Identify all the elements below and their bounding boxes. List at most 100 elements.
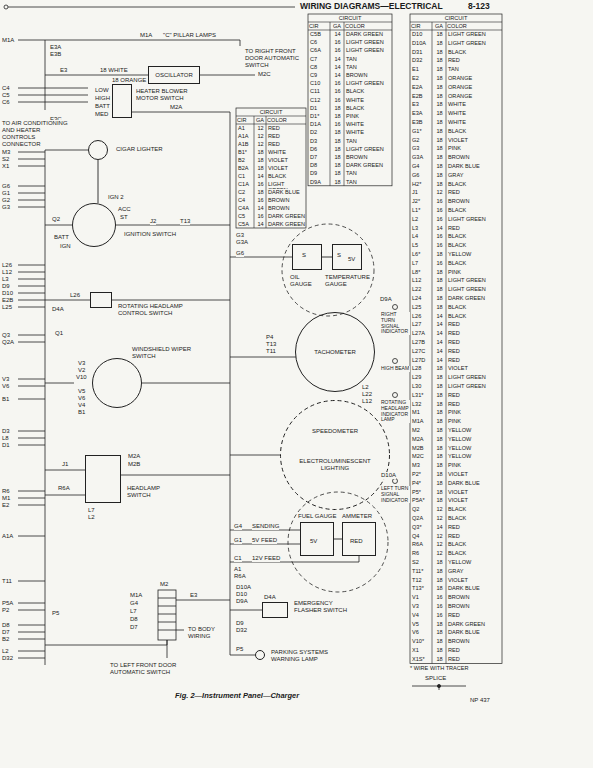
table-cell: C6 xyxy=(310,39,329,45)
circuit-label: T11 xyxy=(2,578,12,585)
table-cell: LIGHT GREEN xyxy=(448,277,501,283)
circuit-label: TO BODY WIRING xyxy=(188,626,228,640)
legend-text: SPLICE xyxy=(425,675,446,682)
table-cell: 18 xyxy=(332,113,343,119)
table-cell: 16 xyxy=(256,181,265,187)
table-cell: BROWN xyxy=(448,198,501,204)
title-rule-end xyxy=(4,5,8,9)
table-cell: 18 xyxy=(332,179,343,185)
table-cell: D8 xyxy=(310,162,329,168)
component-box: EMERGENCY FLASHER SWITCH xyxy=(262,602,288,618)
table-cell: 14 xyxy=(256,173,265,179)
circuit-label: B2 xyxy=(2,636,9,643)
circuit-label: A1A xyxy=(2,533,13,540)
circuit-label: P5A xyxy=(2,600,13,607)
table-cell: V10* xyxy=(412,638,431,644)
table-cell: V4 xyxy=(412,612,431,618)
table-cell: DARK GREEN xyxy=(346,31,391,37)
table-cell: VIOLET xyxy=(268,157,305,163)
table-cell: TAN xyxy=(448,66,501,72)
circuit-label: LEFT TURN SIGNAL INDICATOR xyxy=(381,486,410,503)
circuit-label: L26 xyxy=(2,262,12,269)
table-cell: 16 xyxy=(434,216,445,222)
table-cell: L25 xyxy=(412,304,431,310)
table-cell: DARK GREEN xyxy=(448,295,501,301)
circuit-label: RIGHT TURN SIGNAL INDICATOR xyxy=(381,312,410,335)
circuit-label: G3 xyxy=(236,232,244,239)
circuit-label: G3A xyxy=(236,239,248,246)
table-cell: RED xyxy=(448,57,501,63)
circuit-label: G3 xyxy=(2,204,10,211)
table-cell: RED xyxy=(448,330,501,336)
table-cell: C5A xyxy=(238,221,253,227)
circuit-label: L2 xyxy=(2,648,9,655)
table-cell: 18 xyxy=(434,445,445,451)
table-cell: 18 xyxy=(434,392,445,398)
table-cell: 18 xyxy=(434,49,445,55)
table-cell: C7 xyxy=(310,56,329,62)
table-cell: RED xyxy=(448,524,501,530)
table-cell: L8* xyxy=(412,269,431,275)
splice-dot xyxy=(437,684,440,687)
table-cell: C5B xyxy=(310,31,329,37)
table-cell: L27D xyxy=(412,357,431,363)
table-cell: PINK xyxy=(346,113,391,119)
circuit-label: Q2 xyxy=(52,216,60,223)
table-cell: 14 xyxy=(434,348,445,354)
circuit-label: M1A xyxy=(130,592,142,599)
circuit-label: SENDING xyxy=(252,523,279,530)
table-cell: LIGHT GREEN xyxy=(346,39,391,45)
table-cell: 18 xyxy=(434,295,445,301)
table-cell: BROWN xyxy=(448,594,501,600)
outline xyxy=(90,292,112,308)
table-cell: L26 xyxy=(412,313,431,319)
component-circle: IGNITION SWITCH xyxy=(72,203,116,247)
table-cell: 18 xyxy=(434,471,445,477)
table-cell: C12 xyxy=(310,97,329,103)
table-cell: RED xyxy=(448,348,501,354)
table-cell: 12 xyxy=(434,541,445,547)
circuit-label: S xyxy=(302,252,306,259)
circuit-label: G4 xyxy=(130,600,138,607)
table-cell: BLACK xyxy=(448,49,501,55)
table-cell: L27A xyxy=(412,330,431,336)
table-cell: C1A xyxy=(238,181,253,187)
circuit-label: M3 xyxy=(2,149,10,156)
table-cell: 18 xyxy=(332,170,343,176)
component-label: HEADLAMP SWITCH xyxy=(127,485,167,499)
component-label: IGNITION SWITCH xyxy=(124,231,184,238)
table-cell: M3 xyxy=(412,462,431,468)
table-cell: 18 xyxy=(434,621,445,627)
table-cell: BLACK xyxy=(346,105,391,111)
circuit-label: R6A xyxy=(58,485,70,492)
circuit-label: RED xyxy=(350,538,363,545)
table-cell: 18 xyxy=(434,145,445,151)
component-circle: SPEEDOMETER xyxy=(280,400,390,510)
table-cell: E2B xyxy=(412,93,431,99)
outline xyxy=(72,203,116,247)
circuit-label: L7 xyxy=(130,608,137,615)
component-label: OSCILLATOR xyxy=(150,72,198,79)
circuit-label: M2C xyxy=(258,71,271,78)
table-cell: C2 xyxy=(238,189,253,195)
table-cell: 18 xyxy=(434,251,445,257)
table-cell: 16 xyxy=(434,207,445,213)
circuit-label: HIGH BEAM xyxy=(381,366,410,372)
circuit-label: M2A xyxy=(128,453,140,460)
table-cell: 18 xyxy=(434,119,445,125)
circuit-label: M2B xyxy=(128,461,140,468)
table-cell: PINK xyxy=(448,462,501,468)
table-cell: A1A xyxy=(238,133,253,139)
circuit-label: L2 xyxy=(362,384,369,391)
table-cell: M2A xyxy=(412,436,431,442)
circuit-label: D3 xyxy=(2,428,10,435)
table-cell: C6A xyxy=(310,47,329,53)
table-cell: V5 xyxy=(412,621,431,627)
table-cell: C4 xyxy=(238,197,253,203)
component-label: HEATER BLOWER MOTOR SWITCH xyxy=(136,88,188,102)
table-cell: WHITE xyxy=(346,97,391,103)
circuit-label: L25 xyxy=(2,304,12,311)
body-connector xyxy=(158,590,176,640)
circuit-label: R6 xyxy=(2,488,10,495)
circuit-label: M1 xyxy=(2,495,10,502)
